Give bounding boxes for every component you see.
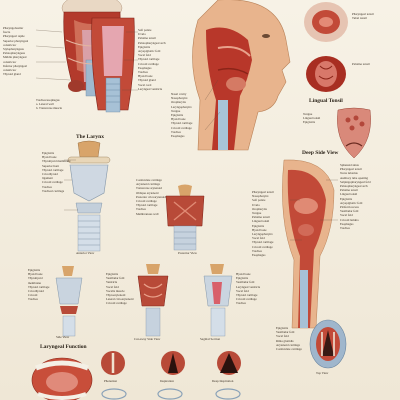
- lingual-tonsil-illustration: [337, 107, 371, 159]
- lingual-tonsil-title: Lingual Tonsil: [309, 98, 343, 104]
- larynx-side-view-illustration: [55, 266, 83, 337]
- inspiration-label: Inspiration: [160, 379, 174, 383]
- pharyngeal-tonsil-illustration: [304, 2, 348, 42]
- anterior-view-caption: Anterior View: [76, 251, 95, 255]
- opened-pharynx-illustration: [91, 17, 135, 113]
- inspiration-glottis-illustration: [161, 351, 185, 375]
- larynx-anterior-illustration: [67, 140, 111, 252]
- side-view-caption: Side View: [56, 335, 70, 339]
- laryngeal-function-title: Laryngeal Function: [40, 344, 87, 350]
- palatine-tonsil-labels: Palatine tonsil: [352, 62, 370, 66]
- phonation-glottis-illustration: [101, 351, 125, 375]
- posterior-view-caption: Posterior View: [178, 251, 197, 255]
- sagittal-caption: Sagittal Section: [200, 337, 221, 341]
- lingual-tonsil-labels: Tongue Lingual tonsil Epiglottis: [303, 112, 321, 125]
- larynx-sagittal-illustration: [203, 264, 233, 337]
- larynx-top-view-illustration: [309, 319, 347, 369]
- posterior-bottom-labels: Trachea/esophagus a. Lateral wall b. Tra…: [36, 98, 63, 111]
- top-view-caption: Top View: [316, 371, 329, 375]
- larynx-posterior-illustration: [165, 184, 205, 251]
- palatine-tonsil-illustration: [306, 56, 346, 92]
- deep-side-view-illustration: [282, 159, 335, 329]
- open-mouth-illustration: [31, 357, 93, 400]
- deep-side-view-title: Deep Side View: [302, 150, 339, 156]
- deep-inspiration-glottis-illustration: [217, 351, 241, 375]
- pharyngeal-tonsil-labels: Pharyngeal tonsil Tubal tonsil: [352, 12, 374, 21]
- head-profile-illustration: [192, 0, 291, 151]
- larynx-title: The Larynx: [76, 134, 104, 140]
- larynx-cutaway-illustration: [137, 264, 169, 337]
- cartilage-rings-illustration: [101, 388, 241, 400]
- phonation-label: Phonation: [104, 379, 117, 383]
- deep-inspiration-label: Deep Inspiration: [212, 379, 234, 383]
- cutaway-caption: Cut-away Side View: [134, 337, 161, 341]
